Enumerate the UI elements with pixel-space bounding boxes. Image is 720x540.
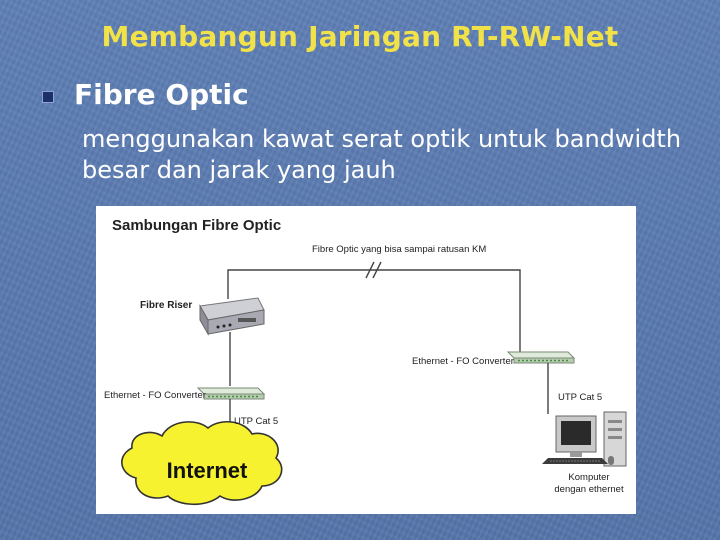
network-diagram: Sambungan Fibre Optic Fibre Optic yang b… bbox=[96, 206, 636, 514]
diagram-title: Sambungan Fibre Optic bbox=[112, 217, 282, 234]
converter-left-label: Ethernet - FO Converter bbox=[104, 390, 206, 401]
converter-right-icon bbox=[506, 351, 576, 364]
fibre-cable-line bbox=[227, 269, 521, 354]
internet-cloud-icon bbox=[121, 421, 283, 506]
utp-right-label: UTP Cat 5 bbox=[558, 392, 603, 403]
computer-icon bbox=[542, 411, 627, 467]
bullet-square-icon bbox=[42, 91, 54, 103]
diagram-drawing bbox=[121, 261, 627, 506]
fibre-link-label: Fibre Optic yang bisa sampai ratusan KM bbox=[312, 244, 487, 255]
utp-left-label: UTP Cat 5 bbox=[234, 416, 279, 427]
bullet-description: menggunakan kawat serat optik untuk band… bbox=[82, 125, 682, 184]
bullet-heading: Fibre Optic bbox=[74, 78, 249, 111]
converter-right-label: Ethernet - FO Converter bbox=[412, 356, 514, 367]
computer-label-line1: Komputer bbox=[568, 472, 610, 483]
fibre-riser-label: Fibre Riser bbox=[140, 300, 193, 311]
computer-label-line2: dengan ethernet bbox=[554, 484, 624, 495]
converter-left-icon bbox=[196, 387, 266, 400]
internet-label: Internet bbox=[166, 458, 248, 483]
slide-title: Membangun Jaringan RT-RW-Net bbox=[101, 20, 619, 53]
fibre-riser-icon bbox=[199, 297, 265, 336]
cable-break-mark-icon bbox=[365, 261, 382, 279]
